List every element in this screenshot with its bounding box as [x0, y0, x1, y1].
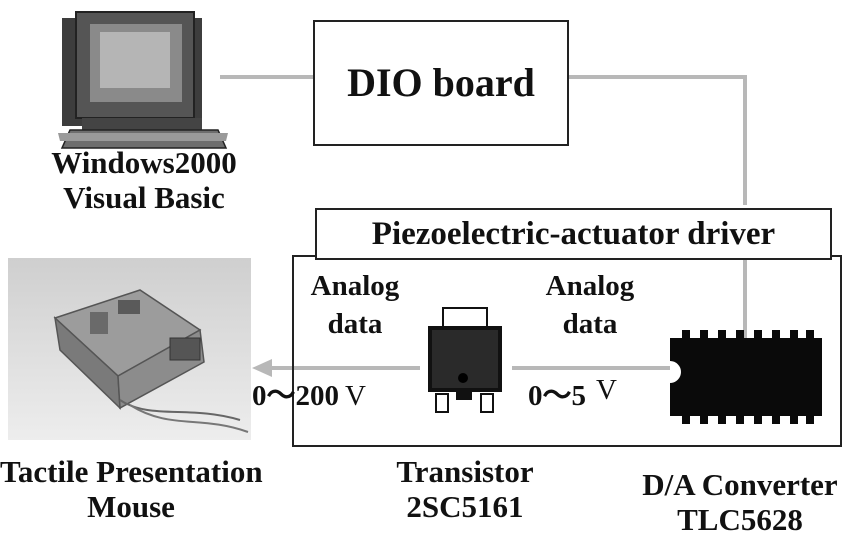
voltage-right-value: 0～5: [528, 380, 587, 412]
voltage-right-unit: V: [596, 374, 617, 406]
monitor-screen-highlight: [100, 32, 170, 88]
mouse-caption: Tactile Presentation Mouse: [0, 454, 263, 524]
device-part-a: [118, 300, 140, 314]
transistor-icon: [428, 307, 502, 413]
transistor-caption: Transistor 2SC5161: [380, 454, 550, 524]
chip-notch: [669, 361, 681, 383]
transistor-caption-line1: Transistor: [396, 454, 534, 489]
voltage-left-value: 0～200: [252, 380, 340, 412]
computer-caption: Windows2000 Visual Basic: [28, 145, 260, 215]
computer-caption-line1: Windows2000: [51, 145, 237, 180]
transistor-lead-center: [456, 392, 472, 400]
tactile-mouse-photo: [8, 258, 251, 440]
analog-left-line1: Analog: [310, 270, 400, 302]
analog-data-left: Analog data: [295, 268, 415, 343]
monitor-stand: [82, 118, 202, 130]
analog-right-line1: Analog: [545, 270, 635, 302]
driver-title-box: Piezoelectric-actuator driver: [315, 208, 832, 260]
converter-caption: D/A Converter TLC5628: [640, 467, 840, 537]
mouse-caption-line2: Mouse: [87, 488, 175, 524]
voltage-right: 0～5 V: [528, 374, 617, 412]
dio-board-label: DIO board: [347, 60, 535, 105]
mouse-caption-line1: Tactile Presentation: [0, 454, 263, 489]
converter-caption-line1: D/A Converter: [642, 467, 838, 502]
chip-pins-top: [682, 330, 814, 340]
transistor-lead-left: [435, 393, 449, 413]
da-converter-chip-icon: [669, 330, 822, 424]
transistor-dot: [458, 373, 468, 383]
device-actuator: [169, 337, 201, 361]
transistor-caption-line2: 2SC5161: [406, 488, 524, 524]
wire-dio-to-driver: [568, 75, 747, 205]
computer-caption-line2: Visual Basic: [63, 179, 225, 215]
chip-pins-bottom: [682, 414, 814, 424]
transistor-tab: [442, 307, 488, 329]
analog-right-line2: data: [562, 307, 618, 340]
device-cable-2: [129, 404, 249, 433]
converter-caption-line2: TLC5628: [677, 501, 803, 537]
driver-title: Piezoelectric-actuator driver: [371, 215, 776, 252]
transistor-lead-right: [480, 393, 494, 413]
dio-board-box: DIO board: [313, 20, 569, 146]
computer-icon: [58, 11, 228, 149]
connection-lines: [220, 75, 747, 370]
analog-left-line2: data: [327, 307, 383, 340]
analog-data-right: Analog data: [530, 268, 650, 343]
voltage-left-unit: V: [345, 380, 366, 412]
keyboard-edge: [58, 133, 228, 141]
arrow-head-to-mouse: [252, 359, 272, 377]
device-part-b: [90, 312, 108, 334]
chip-body: [670, 338, 822, 416]
